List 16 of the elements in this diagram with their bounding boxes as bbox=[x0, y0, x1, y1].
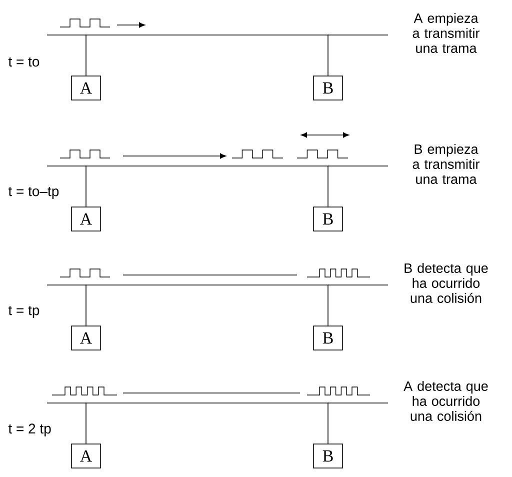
description-text: B detecta que ha ocurrido una colisión bbox=[404, 263, 488, 303]
bus-connection bbox=[86, 166, 328, 207]
bus-connection bbox=[86, 34, 328, 76]
station-box: A bbox=[71, 326, 101, 350]
station-box: B bbox=[313, 76, 343, 100]
station-box: B bbox=[313, 326, 343, 350]
station-box: A bbox=[71, 444, 101, 468]
station-box: B bbox=[313, 444, 343, 468]
description-text: A detecta que ha ocurrido una colisión bbox=[404, 381, 488, 421]
description-text: B empieza a transmitir una trama bbox=[412, 144, 480, 184]
station-box: B bbox=[313, 206, 343, 232]
bus-connection bbox=[86, 284, 328, 326]
bus-connection bbox=[86, 402, 328, 444]
station-box: A bbox=[71, 76, 101, 100]
description-text: A empieza a transmitir una trama bbox=[412, 13, 480, 53]
station-box: A bbox=[71, 206, 101, 232]
